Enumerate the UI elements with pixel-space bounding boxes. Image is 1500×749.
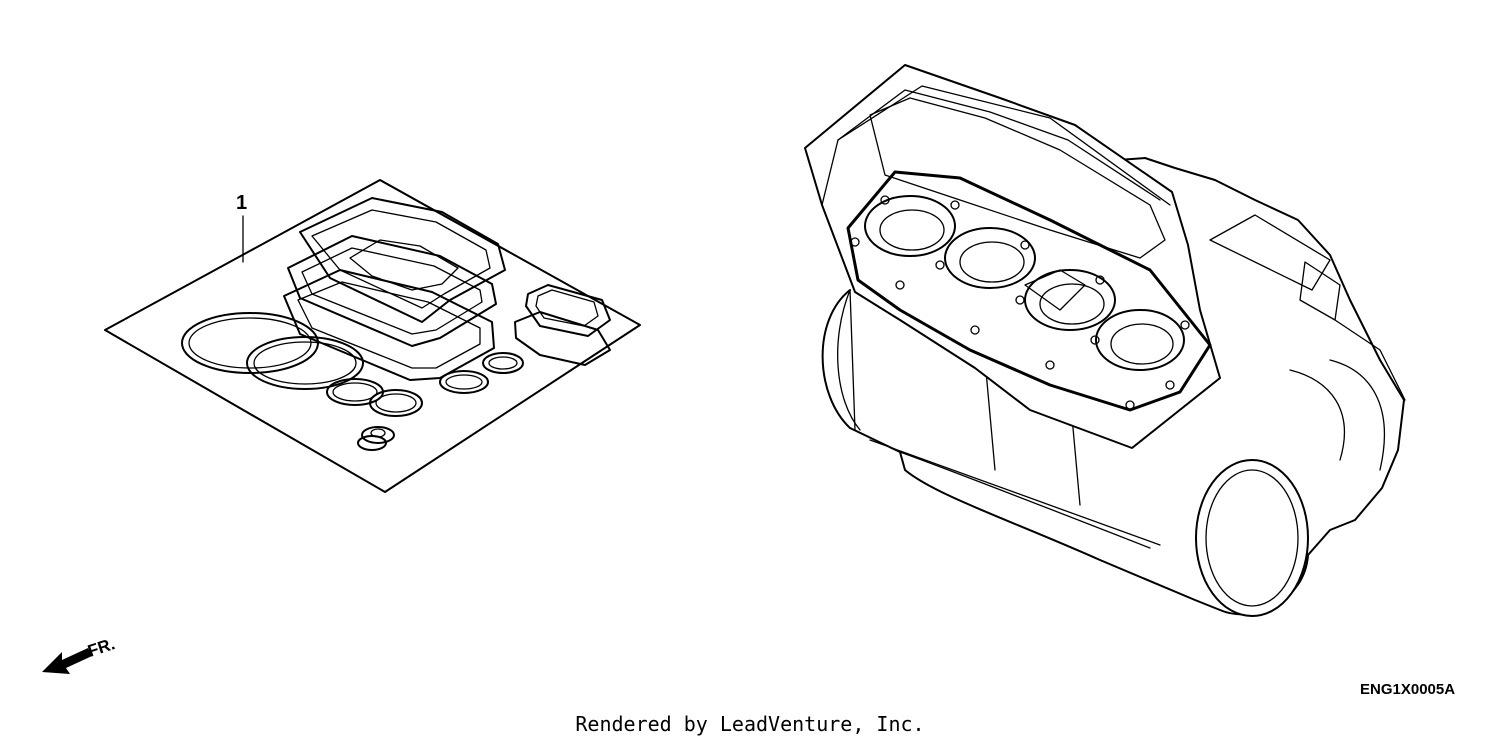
cylinder-bore-1	[865, 196, 955, 256]
gasket-small-lower	[515, 312, 610, 365]
washer-small-2	[358, 436, 386, 450]
front-marker-label: FR.	[85, 634, 117, 661]
front-direction-marker: FR.	[42, 634, 117, 674]
cylinder-bore-4	[1096, 310, 1184, 370]
head-gasket	[848, 172, 1210, 410]
o-ring-medium-3	[440, 371, 488, 393]
gasket-small-cover	[526, 285, 610, 336]
o-ring-medium-2	[370, 390, 422, 416]
gasket-upper-plate	[300, 198, 505, 322]
gasket-kit-sheet	[105, 180, 640, 492]
o-ring-large-1	[182, 313, 318, 373]
o-ring-large-2	[247, 337, 363, 389]
engine-illustration	[805, 65, 1405, 616]
crank-cover	[1196, 460, 1308, 616]
washer-small-1	[362, 427, 394, 443]
front-arrow-icon	[42, 648, 92, 674]
callout-number-1[interactable]: 1	[236, 192, 247, 214]
figure-code: ENG1X0005A	[1360, 681, 1455, 698]
o-ring-medium-4	[483, 353, 523, 373]
engine-body	[823, 158, 1404, 614]
cylinder-bore-2	[945, 228, 1035, 288]
footer-credit: Rendered by LeadVenture, Inc.	[575, 712, 925, 736]
gasket-lower-plate	[284, 270, 494, 380]
gasket-middle-plate	[288, 236, 496, 346]
gasket-kit-illustration[interactable]	[105, 180, 640, 492]
